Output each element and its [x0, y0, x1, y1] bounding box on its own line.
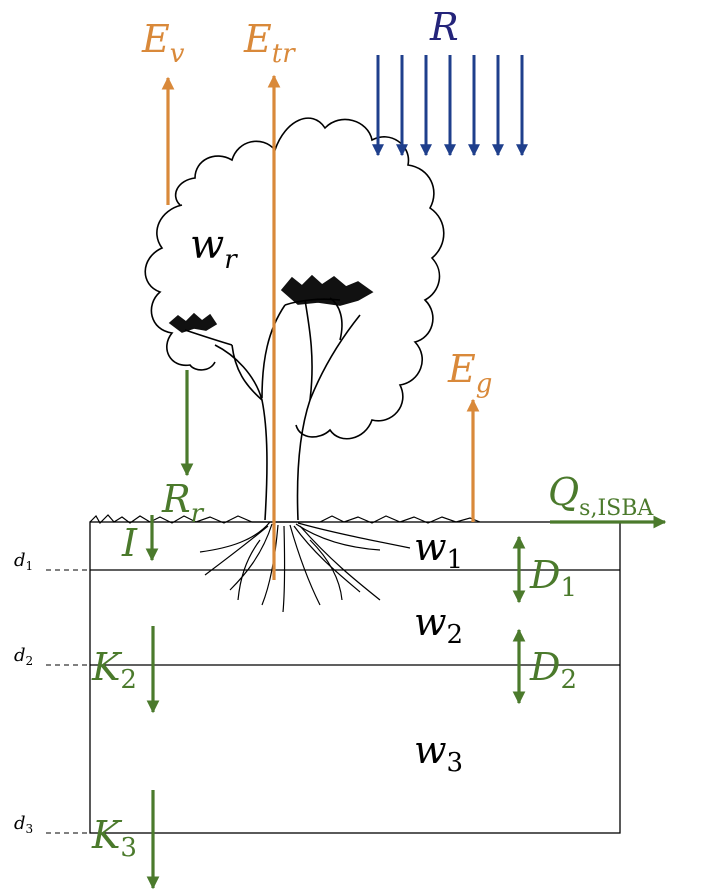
- label-D2: D2: [529, 645, 577, 695]
- label-w2: w2: [414, 600, 463, 650]
- tree-foliage-dark-left: [170, 314, 216, 332]
- label-Ev: Ev: [141, 17, 185, 69]
- label-K2: K2: [91, 645, 137, 695]
- radiation-arrows: [378, 55, 522, 155]
- tree-trunk-right: [298, 315, 361, 520]
- label-Etr: Etr: [243, 17, 296, 69]
- tree-branch-4: [305, 300, 312, 400]
- depth-dashes: [46, 570, 90, 833]
- label-wr: wr: [190, 222, 238, 275]
- label-Eg: Eg: [447, 347, 492, 399]
- label-d3: d3: [14, 813, 33, 836]
- tree-crown-outline: [145, 118, 444, 439]
- tree-foliage-dark-right: [282, 276, 372, 305]
- label-d2: d2: [14, 645, 33, 668]
- label-Qs: Qs,ISBA: [548, 470, 654, 521]
- label-K3: K3: [91, 813, 137, 863]
- tree-roots: [200, 522, 410, 612]
- label-w3: w3: [414, 728, 463, 778]
- tree-branch-3: [185, 330, 232, 345]
- label-R: R: [429, 5, 459, 49]
- label-I: I: [121, 521, 138, 565]
- water-arrows: [152, 370, 665, 888]
- tree-branch-1: [232, 345, 262, 400]
- label-d1: d1: [14, 550, 33, 573]
- tree-trunk-left: [215, 345, 267, 520]
- label-w1: w1: [414, 525, 463, 575]
- label-D1: D1: [529, 553, 577, 603]
